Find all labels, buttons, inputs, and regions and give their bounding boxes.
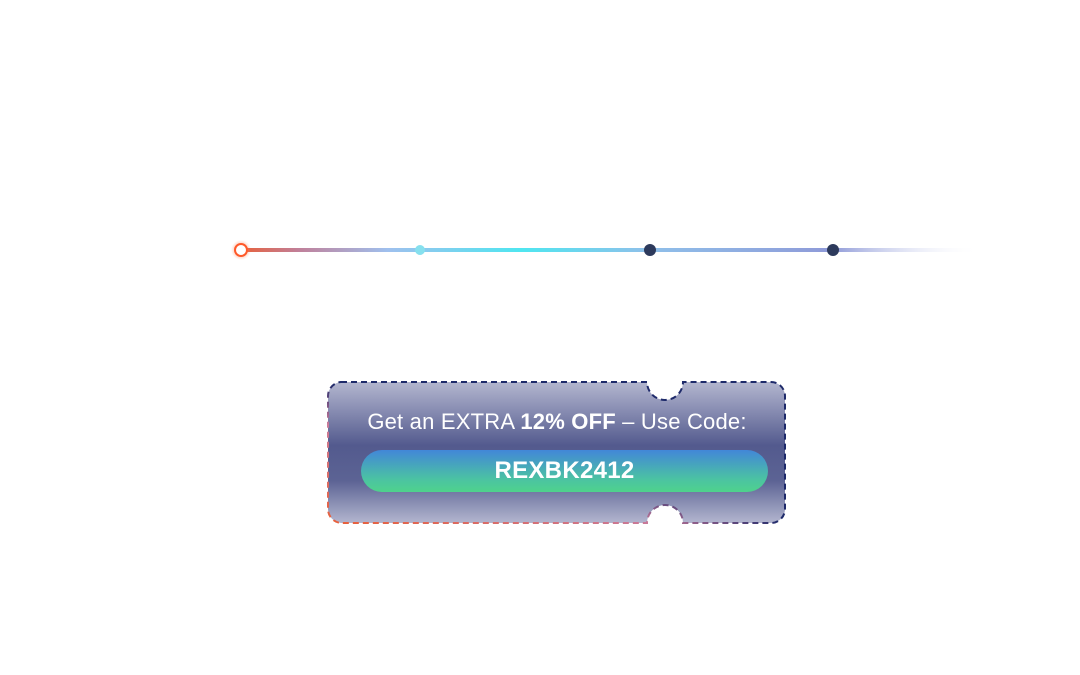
coupon-code-button[interactable]: REXBK2412	[361, 450, 768, 492]
coupon-text-suffix: – Use Code:	[615, 409, 747, 434]
step-3-dot[interactable]	[644, 244, 656, 256]
step-4-dot[interactable]	[827, 244, 839, 256]
progress-track	[231, 240, 980, 260]
step-1-dot[interactable]	[234, 243, 248, 257]
progress-timeline	[230, 240, 990, 260]
progress-line	[240, 248, 980, 252]
coupon-message: Get an EXTRA 12% OFF – Use Code:	[327, 409, 787, 435]
coupon-card: Get an EXTRA 12% OFF – Use Code: REXBK24…	[327, 381, 787, 525]
coupon-text-prefix: Get an EXTRA	[367, 409, 521, 434]
coupon-discount: 12% OFF	[520, 409, 616, 434]
step-2-dot[interactable]	[415, 245, 425, 255]
